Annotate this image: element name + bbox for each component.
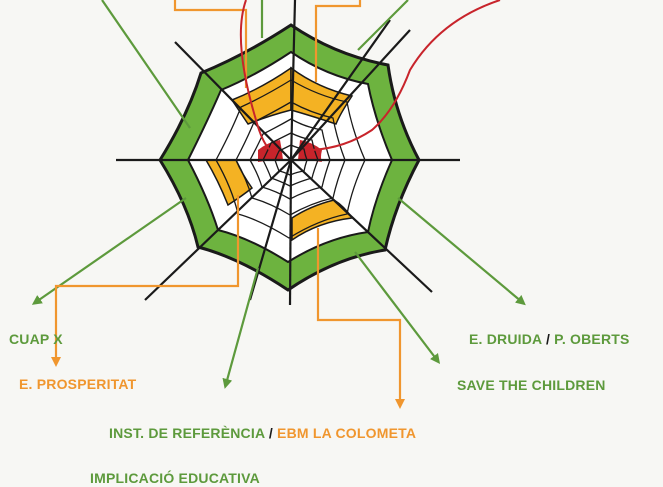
arrow-top-right [357, 0, 409, 51]
arrow-to-inst [222, 267, 260, 389]
label-oberts: P. OBERTS [554, 331, 630, 347]
arrow-top-left [101, 0, 191, 129]
arrow-to-save-children [354, 251, 441, 364]
label-ebm-colometa: EBM LA COLOMETA [277, 425, 417, 441]
connector-top-left [173, 0, 248, 88]
label-save-children: SAVE THE CHILDREN [457, 377, 606, 393]
label-prosperitat: E. PROSPERITAT [19, 376, 137, 392]
red-threads [239, 0, 501, 151]
connector-to-prosperitat [51, 195, 240, 367]
connector-to-colometa [316, 228, 405, 409]
label-druida-oberts: E. DRUIDA / P. OBERTS [469, 331, 630, 347]
label-cuap: CUAP X [9, 331, 63, 347]
label-inst-referencia: INST. DE REFERÈNCIA [109, 425, 265, 441]
arrow-to-druida [397, 197, 526, 306]
arrow-to-cuap [31, 197, 187, 305]
orange-connectors [51, 0, 405, 409]
red-thread-left [239, 0, 271, 151]
green-arrows [31, 0, 526, 389]
label-implicacio: IMPLICACIÓ EDUCATIVA [90, 470, 260, 486]
label-inst-colometa: INST. DE REFERÈNCIA / EBM LA COLOMETA [109, 425, 416, 441]
red-thread-right [311, 0, 501, 151]
web-radial-threads [116, 0, 460, 306]
label-slash-1: / [545, 331, 551, 347]
label-slash-2: / [268, 425, 273, 441]
label-druida: E. DRUIDA [469, 331, 542, 347]
connector-top-right [314, 0, 362, 82]
